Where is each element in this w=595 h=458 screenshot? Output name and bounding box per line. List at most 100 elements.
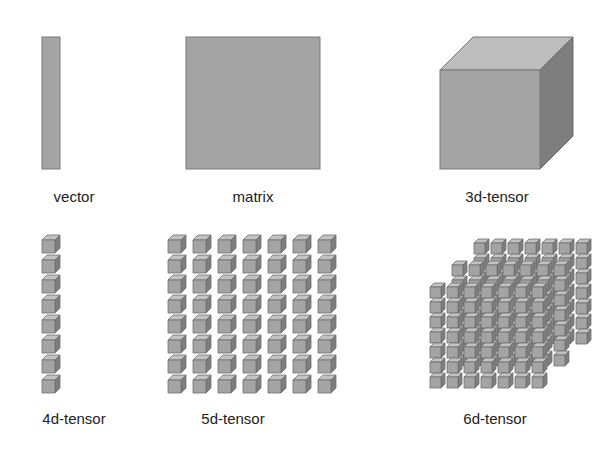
cube-front — [243, 280, 256, 293]
cube-front — [318, 380, 331, 393]
cube-front — [576, 303, 587, 314]
cube-side — [331, 355, 336, 373]
cube-side — [509, 343, 513, 358]
cube-side — [458, 283, 462, 298]
cube-side — [485, 239, 489, 254]
cube-front — [218, 360, 231, 373]
cube-side — [206, 315, 211, 333]
cube-front — [440, 70, 540, 169]
cube-side — [441, 283, 445, 298]
cube-side — [565, 351, 569, 366]
cube-side — [570, 269, 574, 284]
cube-front — [464, 362, 475, 373]
cube-front — [193, 300, 206, 313]
cube-front — [243, 300, 256, 313]
tensor-label: vector — [4, 188, 144, 206]
cube-front — [193, 280, 206, 293]
cube-side — [492, 343, 496, 358]
cube-side — [543, 283, 547, 298]
cube-front — [464, 287, 475, 298]
cube-side — [565, 336, 569, 351]
cube-side — [281, 235, 286, 253]
cube-side — [306, 255, 311, 273]
cube-side — [526, 298, 530, 313]
cube-side — [281, 295, 286, 313]
cube-front — [576, 243, 587, 254]
cube-side — [181, 375, 186, 393]
cube-front — [243, 340, 256, 353]
cube-front — [515, 332, 526, 343]
cube-front — [268, 380, 281, 393]
cube-front — [576, 258, 587, 269]
cube-front — [318, 240, 331, 253]
cube-side — [256, 375, 261, 393]
cube-side — [475, 283, 479, 298]
cube-side — [475, 343, 479, 358]
cube-front — [498, 287, 509, 298]
cube-front — [42, 240, 55, 253]
cube-front — [447, 287, 458, 298]
cube-side — [181, 335, 186, 353]
cube-front — [168, 260, 181, 273]
cube-side — [331, 235, 336, 253]
cube-side — [526, 358, 530, 373]
cube-front — [474, 243, 485, 254]
cube-side — [548, 276, 552, 291]
cube-side — [441, 328, 445, 343]
cube-side — [256, 255, 261, 273]
cube-front — [293, 360, 306, 373]
cube-front — [193, 320, 206, 333]
cube-side — [256, 235, 261, 253]
cube-front — [576, 318, 587, 329]
cube-front — [481, 317, 492, 328]
cube-front — [520, 265, 531, 276]
cube-side — [55, 295, 60, 313]
cube-front — [503, 265, 514, 276]
cube-side — [458, 373, 462, 388]
cube-side — [509, 328, 513, 343]
cube-front — [168, 360, 181, 373]
cube-front — [532, 332, 543, 343]
cube-front — [293, 320, 306, 333]
cube-front — [498, 347, 509, 358]
cube-side — [587, 329, 591, 344]
cube-side — [281, 275, 286, 293]
cube-front — [576, 273, 587, 284]
cube-side — [331, 335, 336, 353]
cube-side — [548, 261, 552, 276]
cube-side — [587, 284, 591, 299]
cube-front — [576, 288, 587, 299]
cube-side — [526, 313, 530, 328]
cube-side — [475, 358, 479, 373]
cube-front — [268, 260, 281, 273]
cube-front — [243, 360, 256, 373]
cube-side — [565, 306, 569, 321]
cube-front — [193, 380, 206, 393]
cube-side — [570, 284, 574, 299]
cube-side — [206, 235, 211, 253]
cube-side — [587, 314, 591, 329]
cube-front — [452, 265, 463, 276]
tensor-label: 3d-tensor — [427, 188, 567, 206]
cube-front — [464, 302, 475, 313]
cube-side — [206, 335, 211, 353]
cube-front — [430, 332, 441, 343]
cube-side — [458, 328, 462, 343]
tensor-cube — [440, 37, 573, 169]
cube-side — [256, 275, 261, 293]
cube-front — [318, 280, 331, 293]
cube-front — [554, 280, 565, 291]
cube-front — [537, 265, 548, 276]
cube-side — [502, 239, 506, 254]
cube-front — [464, 317, 475, 328]
cube-front — [243, 380, 256, 393]
cube-side — [281, 255, 286, 273]
cube-front — [542, 243, 553, 254]
cube-side — [256, 355, 261, 373]
cube-front — [447, 362, 458, 373]
cube-side — [256, 335, 261, 353]
cube-front — [218, 340, 231, 353]
cube-side — [206, 275, 211, 293]
cube-front — [218, 320, 231, 333]
